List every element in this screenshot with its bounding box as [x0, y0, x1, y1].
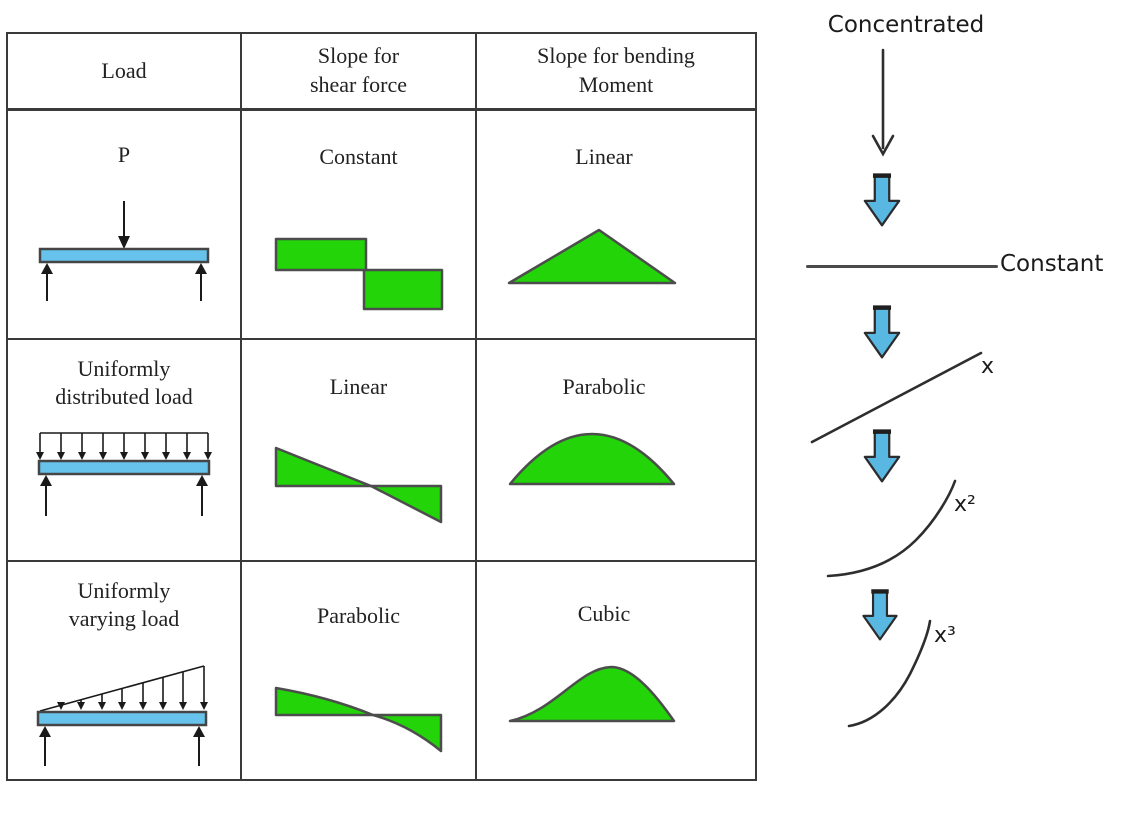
block-arrow-down-icon-4 — [862, 589, 898, 641]
cubic-dome-shape — [508, 665, 676, 722]
point-load-label: P — [117, 142, 131, 167]
udl-load-label: Uniformly distributed load — [55, 356, 193, 409]
x-label: x — [981, 354, 995, 379]
block-arrow-down-icon-1 — [863, 173, 901, 227]
uvl-beam-diagram — [36, 665, 208, 766]
linear-bowtie-shape — [274, 446, 442, 523]
cell-load-point: P — [8, 111, 242, 340]
cell-load-uvl: Uniformly varying load — [8, 562, 242, 779]
linear-x-line — [810, 351, 983, 444]
header-shear-label: Slope for shear force — [309, 43, 408, 97]
x-squared-curve — [826, 479, 957, 578]
block-arrow-down-icon-3 — [863, 429, 901, 483]
cell-load-udl: Uniformly distributed load — [8, 340, 242, 562]
parabolic-dome-shape — [508, 432, 676, 485]
parabolic-bowtie-shape — [274, 686, 442, 752]
x-squared-label: x² — [954, 492, 976, 517]
cell-shear-parabolic: Parabolic — [242, 562, 477, 779]
annotation-title-label: Concentrated — [827, 12, 985, 38]
header-cell-load: Load — [8, 34, 242, 111]
cell-moment-cubic: Cubic — [477, 562, 755, 779]
header-moment-label: Slope for bending Moment — [537, 43, 695, 97]
block-arrow-down-icon-2 — [863, 305, 901, 359]
triangle-shape — [507, 228, 677, 284]
cell-moment-linear: Linear — [477, 111, 755, 340]
point-load-beam-diagram — [38, 200, 210, 301]
moment-cubic-label: Cubic — [577, 601, 631, 626]
moment-linear-label: Linear — [575, 144, 633, 169]
shear-linear-label: Linear — [329, 374, 388, 399]
cell-shear-linear: Linear — [242, 340, 477, 562]
moment-parabolic-label: Parabolic — [562, 374, 646, 399]
x-cubed-curve — [847, 619, 932, 728]
thin-down-arrow-icon — [871, 48, 895, 157]
constant-label: Constant — [1000, 251, 1104, 277]
shear-parabolic-label: Parabolic — [316, 603, 401, 628]
udl-beam-diagram — [36, 432, 212, 516]
shear-constant-label: Constant — [319, 144, 398, 169]
uvl-load-label: Uniformly varying load — [68, 578, 180, 631]
beam-table: Load Slope for shear force Slope for ben… — [6, 32, 757, 781]
constant-line — [806, 265, 998, 268]
header-load-label: Load — [101, 57, 147, 83]
header-cell-shear: Slope for shear force — [242, 34, 477, 111]
x-cubed-label: x³ — [934, 623, 956, 648]
cell-shear-constant: Constant — [242, 111, 477, 340]
cell-moment-parabolic: Parabolic — [477, 340, 755, 562]
stepped-rectangles-shape — [274, 237, 443, 310]
header-cell-moment: Slope for bending Moment — [477, 34, 755, 111]
